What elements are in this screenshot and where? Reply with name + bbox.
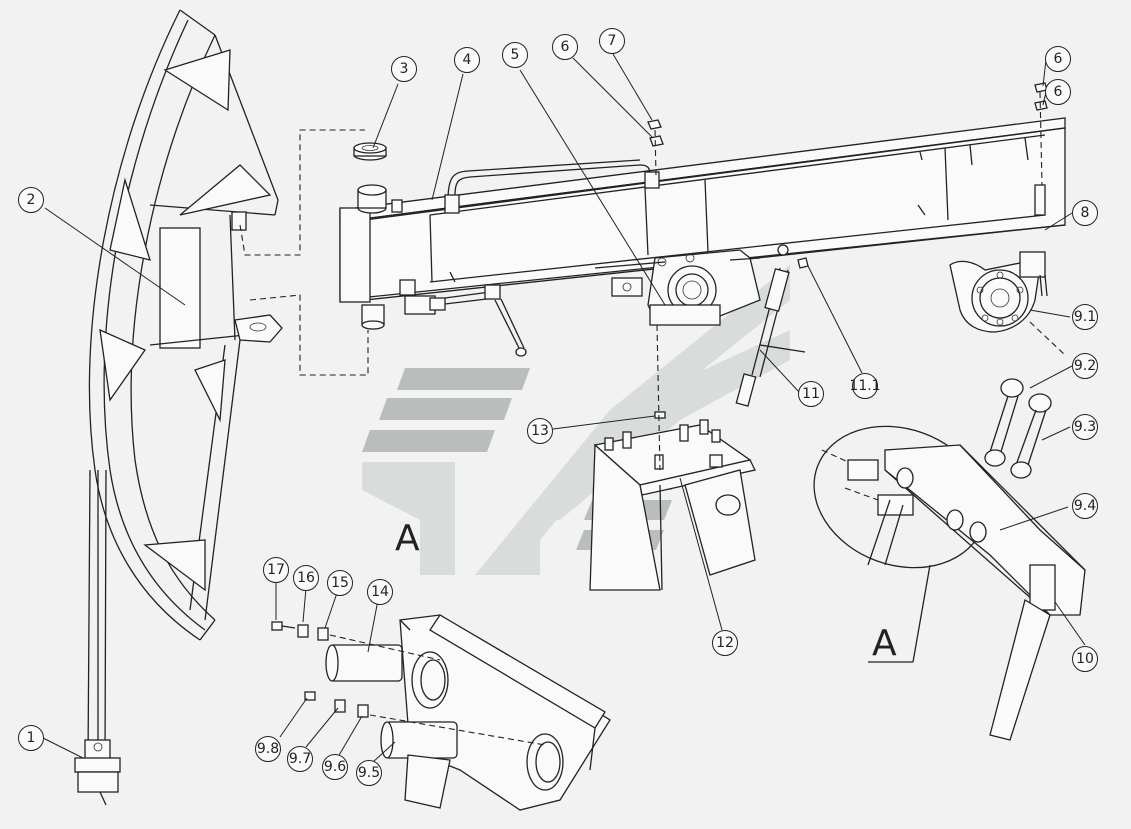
horse-head bbox=[87, 9, 283, 761]
svg-text:7: 7 bbox=[608, 33, 617, 49]
callout-6b: 6 bbox=[1045, 46, 1071, 72]
svg-text:9.4: 9.4 bbox=[1074, 498, 1096, 514]
svg-text:14: 14 bbox=[371, 584, 389, 600]
walking-beam bbox=[339, 117, 1066, 357]
callout-16: 16 bbox=[293, 565, 319, 591]
svg-text:9.8: 9.8 bbox=[257, 741, 279, 757]
nuts bbox=[647, 82, 1048, 186]
callout-4: 4 bbox=[454, 47, 480, 73]
svg-text:10: 10 bbox=[1076, 651, 1094, 667]
svg-text:6: 6 bbox=[1054, 84, 1063, 100]
callout-9-1: 9.1 bbox=[1072, 304, 1098, 330]
svg-text:9.3: 9.3 bbox=[1074, 419, 1096, 435]
svg-text:1: 1 bbox=[27, 730, 36, 746]
svg-text:9.1: 9.1 bbox=[1074, 309, 1096, 325]
callout-17: 17 bbox=[263, 557, 289, 583]
callout-10: 10 bbox=[1072, 646, 1098, 672]
svg-text:3: 3 bbox=[400, 61, 409, 77]
callout-3: 3 bbox=[391, 56, 417, 82]
svg-text:6: 6 bbox=[1054, 51, 1063, 67]
callout-9-3: 9.3 bbox=[1072, 414, 1098, 440]
svg-text:11.1: 11.1 bbox=[849, 378, 880, 394]
callout-12: 12 bbox=[712, 630, 738, 656]
carrier-bar bbox=[74, 739, 121, 806]
callout-11: 11 bbox=[798, 381, 824, 407]
callout-9-8: 9.8 bbox=[255, 736, 281, 762]
samson-post bbox=[589, 324, 756, 591]
bushing-3 bbox=[353, 142, 387, 161]
svg-text:5: 5 bbox=[511, 47, 520, 63]
svg-text:16: 16 bbox=[297, 570, 315, 586]
equalizer bbox=[949, 251, 1066, 356]
svg-text:9.5: 9.5 bbox=[358, 765, 380, 781]
callout-15: 15 bbox=[327, 570, 353, 596]
crank bbox=[813, 425, 1086, 741]
svg-text:4: 4 bbox=[463, 52, 472, 68]
svg-text:8: 8 bbox=[1081, 205, 1090, 221]
svg-text:11: 11 bbox=[802, 386, 820, 402]
pitman-arm bbox=[984, 378, 1052, 479]
callout-2: 2 bbox=[18, 187, 44, 213]
svg-text:9.7: 9.7 bbox=[289, 751, 311, 767]
callout-6a: 6 bbox=[552, 34, 578, 60]
callout-9-5: 9.5 bbox=[356, 760, 382, 786]
leader-lines bbox=[42, 53, 1086, 763]
brake-cylinder bbox=[735, 244, 809, 407]
callout-5: 5 bbox=[502, 42, 528, 68]
svg-text:12: 12 bbox=[716, 635, 734, 651]
svg-text:6: 6 bbox=[561, 39, 570, 55]
callout-9-6: 9.6 bbox=[322, 754, 348, 780]
watermark-letter: A bbox=[395, 518, 420, 559]
pin-under-beam bbox=[361, 304, 385, 330]
svg-text:17: 17 bbox=[267, 562, 285, 578]
callout-14: 14 bbox=[367, 579, 393, 605]
svg-text:9.6: 9.6 bbox=[324, 759, 346, 775]
svg-text:15: 15 bbox=[331, 575, 349, 591]
callout-8: 8 bbox=[1072, 200, 1098, 226]
callout-6c: 6 bbox=[1045, 79, 1071, 105]
callout-9-4: 9.4 bbox=[1072, 493, 1098, 519]
callout-1: 1 bbox=[18, 725, 44, 751]
callout-9-7: 9.7 bbox=[287, 746, 313, 772]
callout-11-1: 11.1 bbox=[849, 373, 881, 399]
callout-9-2: 9.2 bbox=[1072, 353, 1098, 379]
svg-text:2: 2 bbox=[27, 192, 36, 208]
svg-text:9.2: 9.2 bbox=[1074, 358, 1096, 374]
detail-view-a bbox=[271, 614, 611, 811]
center-bearing bbox=[594, 249, 761, 326]
detail-a-label: A bbox=[872, 623, 897, 664]
svg-text:13: 13 bbox=[531, 423, 549, 439]
callout-13: 13 bbox=[527, 418, 553, 444]
callout-7: 7 bbox=[599, 28, 625, 54]
